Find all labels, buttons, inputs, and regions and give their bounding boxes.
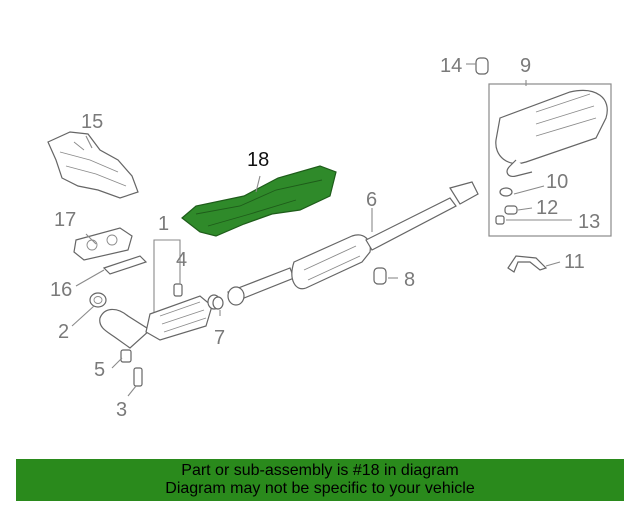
callout-2: 2 xyxy=(58,321,69,343)
banner-line-2: Diagram may not be specific to your vehi… xyxy=(165,480,475,497)
part-9-muffler[interactable] xyxy=(488,83,612,237)
part-2-ring-gasket[interactable] xyxy=(89,292,107,308)
part-14-hanger-rubber[interactable] xyxy=(475,57,489,75)
part-5-nut[interactable] xyxy=(120,349,132,363)
callout-12: 12 xyxy=(536,197,558,219)
callout-5: 5 xyxy=(94,359,105,381)
part-6-middle-pipe[interactable] xyxy=(227,181,479,306)
callout-13: 13 xyxy=(578,211,600,233)
part-16-bracket[interactable] xyxy=(102,255,148,275)
part-18-highlight xyxy=(181,165,337,237)
part-10-gasket[interactable] xyxy=(499,187,513,197)
callout-11: 11 xyxy=(564,251,585,273)
callout-9: 9 xyxy=(520,55,531,77)
callout-10: 10 xyxy=(546,171,568,193)
callout-4: 4 xyxy=(176,249,187,271)
exhaust-parts-diagram: 15 17 16 2 1 4 5 3 7 18 6 8 14 9 10 12 1… xyxy=(47,55,612,421)
part-12-hanger-rubber[interactable] xyxy=(504,205,518,215)
callout-6: 6 xyxy=(366,189,377,211)
callout-15: 15 xyxy=(81,111,103,133)
callout-8: 8 xyxy=(404,269,415,291)
callout-7: 7 xyxy=(214,327,225,349)
part-7-gasket[interactable] xyxy=(212,296,224,310)
part-3-bolt[interactable] xyxy=(133,367,143,387)
part-11-bracket[interactable] xyxy=(507,255,548,273)
callout-1: 1 xyxy=(158,213,169,235)
part-1-front-pipe-converter[interactable] xyxy=(99,294,221,349)
part-4-bolt[interactable] xyxy=(173,283,183,297)
part-8-hanger[interactable] xyxy=(373,267,387,285)
callout-14: 14 xyxy=(440,55,462,77)
banner-line-1: Part or sub-assembly is #18 in diagram xyxy=(181,462,459,479)
info-banner: Part or sub-assembly is #18 in diagram D… xyxy=(16,459,624,501)
leader-lines xyxy=(71,63,572,397)
part-18-heat-shield[interactable] xyxy=(181,165,337,237)
callout-17: 17 xyxy=(54,209,76,231)
callout-18: 18 xyxy=(247,149,269,171)
callout-16: 16 xyxy=(50,279,72,301)
part-13-bolt[interactable] xyxy=(495,215,505,225)
callout-3: 3 xyxy=(116,399,127,421)
part-17-gasket[interactable] xyxy=(73,227,133,261)
part-15-heat-shield[interactable] xyxy=(47,131,139,199)
